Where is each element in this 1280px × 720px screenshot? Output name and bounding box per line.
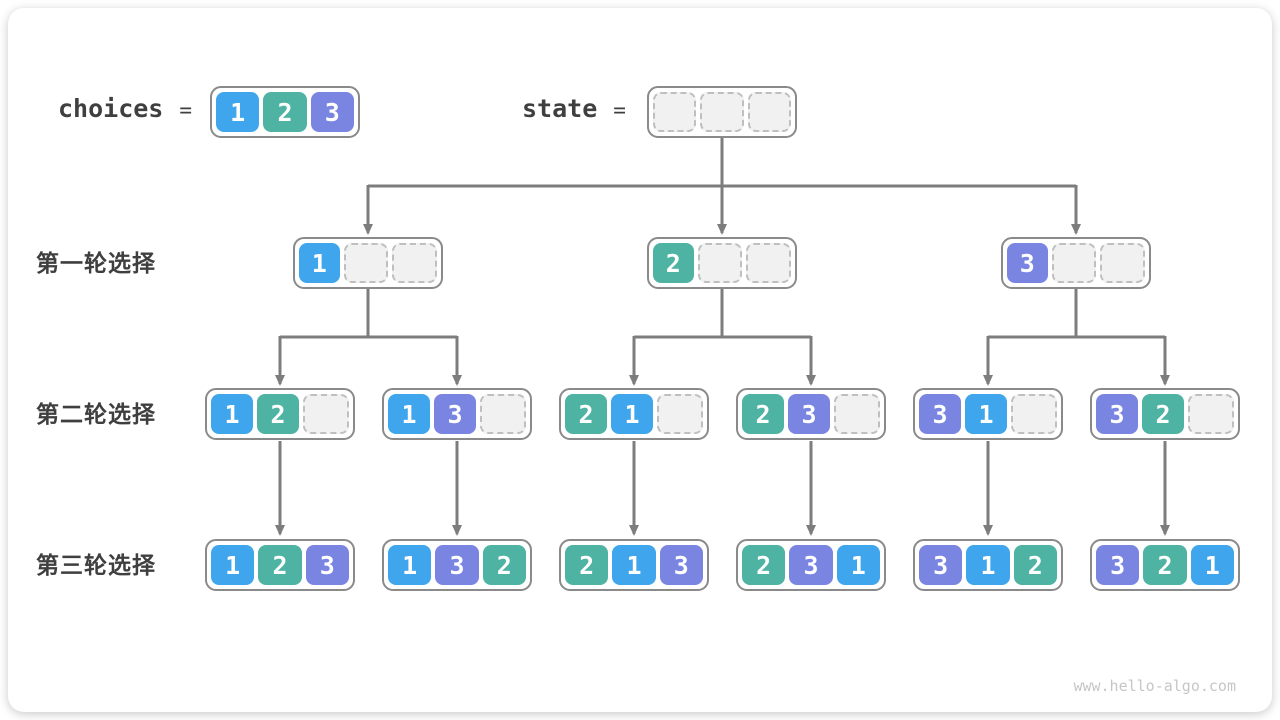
empty-slot: [343, 243, 389, 283]
watermark: www.hello-algo.com: [1073, 677, 1236, 695]
round-label-1: 第一轮选择: [36, 250, 156, 276]
value-cell: 2: [565, 394, 607, 434]
value-cell: 2: [257, 394, 299, 434]
value-cell: 1: [216, 92, 260, 132]
empty-slot: [834, 394, 880, 434]
state-legend: state =: [522, 94, 626, 123]
choices-equals-sign: =: [179, 98, 193, 122]
value-cell: 3: [788, 394, 830, 434]
value-cell: 1: [611, 394, 653, 434]
empty-slot: [746, 243, 792, 283]
empty-slot: [1100, 243, 1146, 283]
value-cell: 2: [482, 545, 526, 585]
state-label: state: [522, 94, 598, 123]
value-cell: 3: [435, 545, 479, 585]
array-node: 3: [1001, 237, 1151, 289]
empty-slot: [303, 394, 349, 434]
value-cell: 1: [966, 545, 1010, 585]
value-cell: 1: [388, 394, 430, 434]
value-cell: 3: [1096, 394, 1138, 434]
value-cell: 2: [565, 545, 609, 585]
value-cell: 3: [310, 92, 354, 132]
empty-slot: [1011, 394, 1057, 434]
value-cell: 3: [305, 545, 349, 585]
value-cell: 3: [789, 545, 833, 585]
value-cell: 2: [742, 545, 786, 585]
empty-slot: [392, 243, 438, 283]
array-node: 1: [293, 237, 443, 289]
value-cell: 1: [965, 394, 1007, 434]
choices-legend: choices =: [58, 94, 192, 123]
empty-slot: [1188, 394, 1234, 434]
value-cell: 3: [1096, 545, 1140, 585]
value-cell: 2: [263, 92, 307, 132]
value-cell: 1: [836, 545, 880, 585]
choices-label: choices: [58, 94, 164, 123]
value-cell: 2: [653, 243, 694, 283]
value-cell: 2: [258, 545, 302, 585]
value-cell: 2: [1142, 394, 1184, 434]
empty-slot: [747, 92, 791, 132]
value-cell: 3: [659, 545, 703, 585]
empty-slot: [653, 92, 697, 132]
empty-slot: [1051, 243, 1097, 283]
state-array: [647, 86, 797, 138]
value-cell: 3: [434, 394, 476, 434]
value-cell: 2: [1013, 545, 1057, 585]
value-cell: 1: [299, 243, 340, 283]
value-cell: 2: [1143, 545, 1187, 585]
value-cell: 1: [211, 394, 253, 434]
value-cell: 1: [1190, 545, 1234, 585]
empty-slot: [657, 394, 703, 434]
value-cell: 2: [742, 394, 784, 434]
value-cell: 1: [612, 545, 656, 585]
round-label-2: 第二轮选择: [36, 401, 156, 427]
value-cell: 1: [388, 545, 432, 585]
empty-slot: [480, 394, 526, 434]
round-label-3: 第三轮选择: [36, 552, 156, 578]
state-equals-sign: =: [613, 98, 626, 122]
empty-slot: [700, 92, 744, 132]
empty-slot: [697, 243, 743, 283]
value-cell: 1: [211, 545, 255, 585]
value-cell: 3: [919, 394, 961, 434]
array-node: 2: [647, 237, 797, 289]
value-cell: 3: [919, 545, 963, 585]
value-cell: 3: [1007, 243, 1048, 283]
